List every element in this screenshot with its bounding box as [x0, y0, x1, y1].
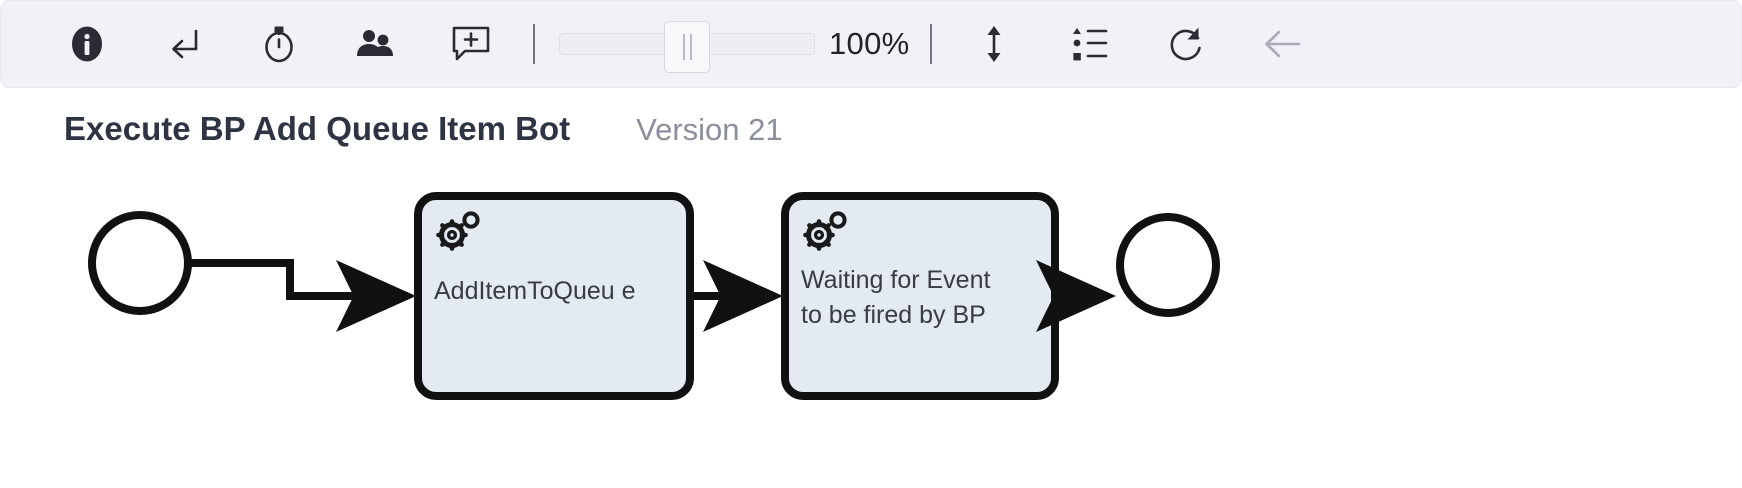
- add-comment-icon: [448, 21, 494, 67]
- page-title: Execute BP Add Queue Item Bot: [64, 110, 571, 147]
- task2-label-line1: Waiting for Event: [801, 266, 990, 294]
- edge-start-to-task1: [188, 259, 416, 332]
- stopwatch-icon: [257, 22, 301, 66]
- bpmn-diagram[interactable]: AddItemToQueu e: [0, 183, 1742, 413]
- task1-label: AddItemToQueu e: [434, 277, 636, 305]
- refresh-button[interactable]: [1138, 11, 1234, 77]
- diagram-header: Execute BP Add Queue Item Bot Version 21: [64, 110, 783, 148]
- diagram-canvas[interactable]: Execute BP Add Queue Item Bot Version 21: [0, 88, 1742, 488]
- start-event[interactable]: [88, 211, 192, 315]
- add-comment-button[interactable]: [423, 11, 519, 77]
- toolbar-divider-left: [533, 24, 535, 64]
- gear-icon: [436, 211, 480, 251]
- fit-vertical-button[interactable]: [946, 11, 1042, 77]
- task2-label-line2: to be fired by BP: [801, 301, 986, 329]
- gear-icon: [803, 211, 847, 251]
- legend-button[interactable]: [1042, 11, 1138, 77]
- version-label: Version 21: [636, 112, 783, 147]
- step-into-button[interactable]: [135, 11, 231, 77]
- zoom-slider[interactable]: [559, 21, 815, 73]
- zoom-slider-thumb[interactable]: [664, 21, 710, 73]
- info-button[interactable]: [39, 11, 135, 77]
- info-icon: [65, 22, 109, 66]
- back-button[interactable]: [1234, 11, 1330, 77]
- toolbar: 100%: [0, 0, 1742, 88]
- task-add-item-to-queue[interactable]: AddItemToQueu e: [414, 192, 694, 400]
- end-event[interactable]: [1116, 213, 1220, 317]
- people-icon: [352, 22, 398, 66]
- enter-arrow-icon: [161, 22, 205, 66]
- participants-button[interactable]: [327, 11, 423, 77]
- fit-vertical-icon: [972, 21, 1016, 67]
- back-arrow-icon: [1257, 22, 1307, 66]
- task-waiting-for-event[interactable]: Waiting for Event to be fired by BP: [781, 192, 1059, 400]
- legend-list-icon: [1067, 22, 1113, 66]
- refresh-icon: [1163, 21, 1209, 67]
- timer-button[interactable]: [231, 11, 327, 77]
- zoom-level-label: 100%: [829, 26, 910, 61]
- toolbar-divider-right: [929, 24, 932, 64]
